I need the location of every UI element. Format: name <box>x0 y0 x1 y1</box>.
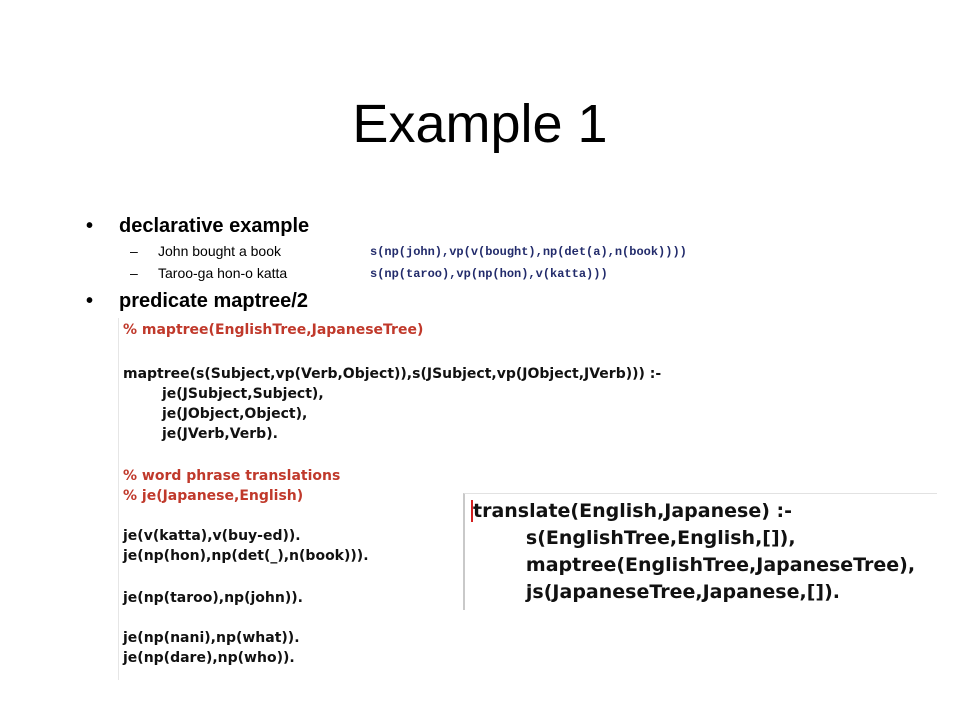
sub-text: Taroo-ga hon-o katta <box>158 265 288 281</box>
code-line: % word phrase translations <box>123 468 341 484</box>
bullet-predicate-maptree: • predicate maptree/2 <box>86 288 308 314</box>
sub-code: s(np(taroo),vp(np(hon),v(katta))) <box>370 267 608 281</box>
code-line: je(v(katta),v(buy-ed)). <box>123 528 301 544</box>
bullet-text: declarative example <box>119 215 310 237</box>
bullet-marker: • <box>86 215 94 237</box>
code-line: translate(English,Japanese) :- <box>473 500 792 522</box>
code-line: maptree(EnglishTree,JapaneseTree), <box>473 554 916 576</box>
code-line: je(np(hon),np(det(_),n(book))). <box>123 548 369 564</box>
code-line: je(np(dare),np(who)). <box>123 650 295 666</box>
code-line: s(EnglishTree,English,[]), <box>473 527 796 549</box>
code-line: je(JSubject,Subject), <box>123 386 324 402</box>
sub-dash: – <box>130 265 138 281</box>
code-line: maptree(s(Subject,vp(Verb,Object)),s(JSu… <box>123 366 662 382</box>
code-line: je(np(nani),np(what)). <box>123 630 300 646</box>
code-line: je(JVerb,Verb). <box>123 426 278 442</box>
slide-title: Example 1 <box>352 94 608 154</box>
code-line: je(np(taroo),np(john)). <box>123 590 303 606</box>
sub-item-english: – John bought a book s(np(john),vp(v(boug… <box>130 242 687 260</box>
sub-item-japanese: – Taroo-ga hon-o katta s(np(taroo),vp(np(… <box>130 264 608 282</box>
bullet-declarative-example: • declarative example <box>86 213 309 239</box>
maptree-code-panel: % maptree(EnglishTree,JapaneseTree) mapt… <box>118 318 679 680</box>
sub-dash: – <box>130 243 138 259</box>
code-line: js(JapaneseTree,Japanese,[]). <box>473 581 840 603</box>
translate-code-panel: translate(English,Japanese) :- s(English… <box>463 493 937 610</box>
text-cursor <box>471 500 473 522</box>
code-line: % maptree(EnglishTree,JapaneseTree) <box>123 322 424 338</box>
bullet-text: predicate maptree/2 <box>119 290 308 312</box>
code-line: % je(Japanese,English) <box>123 488 304 504</box>
code-line: je(JObject,Object), <box>123 406 308 422</box>
sub-text: John bought a book <box>158 243 281 259</box>
sub-code: s(np(john),vp(v(bought),np(det(a),n(book… <box>370 245 687 259</box>
bullet-marker: • <box>86 290 94 312</box>
